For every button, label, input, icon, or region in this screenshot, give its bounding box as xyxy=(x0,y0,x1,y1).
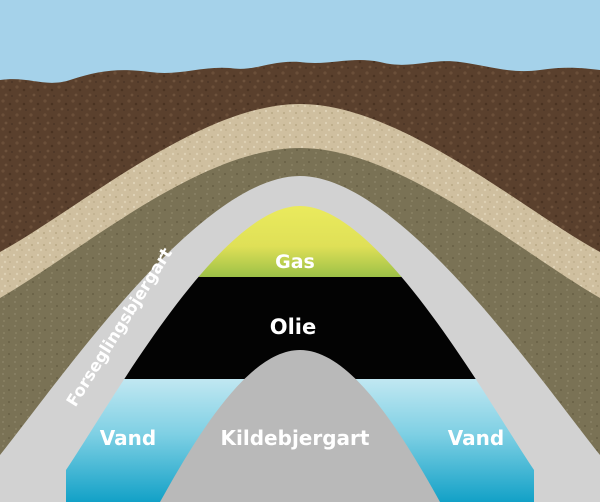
water-left-label: Vand xyxy=(100,426,156,450)
water-right-label: Vand xyxy=(448,426,504,450)
oil-label: Olie xyxy=(270,315,317,339)
source-rock-label: Kildebjergart xyxy=(221,426,370,450)
gas-label: Gas xyxy=(275,251,315,273)
source-rock-mound xyxy=(160,350,440,502)
